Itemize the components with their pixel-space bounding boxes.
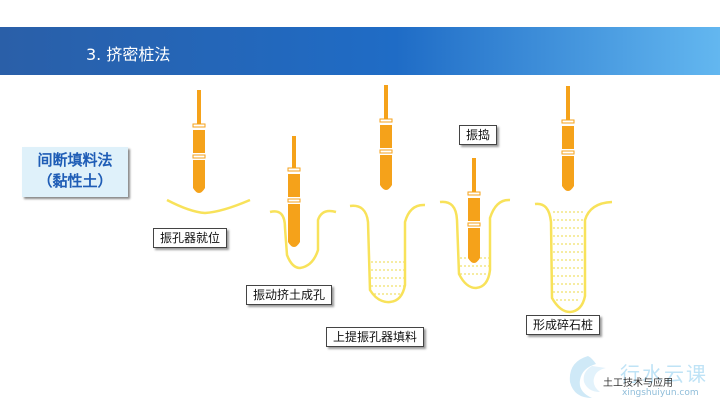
hole-step-3: [349, 203, 426, 304]
method-name: 间断填料法: [37, 151, 113, 169]
method-label-box: 间断填料法 （黏性土）: [22, 147, 128, 197]
label-step-2: 振动挤土成孔: [246, 285, 333, 305]
vibrator-step-5: [561, 86, 575, 191]
vibrator-step-3: [379, 85, 393, 190]
vibrator-step-2: [287, 136, 301, 247]
gravel-pile-step-5: [553, 211, 584, 301]
gravel-fill-step-4: [460, 257, 489, 275]
logo-name: 行水云课: [620, 362, 708, 386]
method-soil-type: （黏性土）: [37, 172, 113, 190]
hole-step-4: [439, 198, 511, 290]
course-name: 土工技术与应用: [603, 378, 673, 389]
label-step-3: 上提振孔器填料: [326, 327, 425, 347]
vibrator-step-1: [192, 90, 206, 193]
gravel-fill-step-3: [371, 261, 404, 295]
label-step-4: 振捣: [459, 125, 498, 145]
logo-wave-icon: [569, 356, 606, 398]
logo-url: xingshuiyun.com: [622, 388, 699, 398]
label-step-1: 振孔器就位: [153, 228, 228, 248]
hole-step-2: [269, 209, 337, 270]
vibrator-step-4: [467, 158, 481, 263]
label-step-5: 形成碎石桩: [526, 315, 601, 335]
title-bar: 3. 挤密桩法: [0, 27, 720, 75]
page-title: 3. 挤密桩法: [86, 45, 171, 64]
hole-step-5: [534, 200, 613, 314]
ground-step-1: [166, 198, 251, 215]
